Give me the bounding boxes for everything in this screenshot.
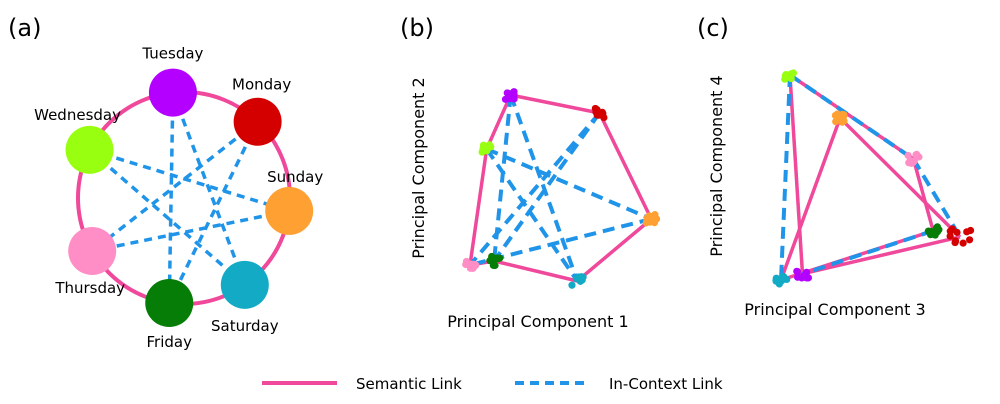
cluster-friday	[924, 223, 943, 239]
cluster-friday	[486, 252, 504, 270]
semantic-link-saturday-friday	[493, 259, 578, 283]
cluster-tuesday	[501, 88, 518, 103]
point-sunday	[646, 218, 654, 226]
point-wednesday	[782, 71, 790, 80]
point-friday	[932, 224, 940, 232]
point-tuesday	[793, 267, 802, 276]
label-sunday: Sunday	[267, 168, 323, 186]
in-context-link-wednesday-saturday	[88, 148, 246, 287]
cluster-wednesday	[781, 69, 798, 83]
point-friday	[491, 261, 499, 270]
legend-in-context-label: In-Context Link	[609, 375, 723, 393]
cluster-sunday	[831, 110, 848, 126]
semantic-link-sunday-monday	[838, 116, 962, 239]
in-context-link-tuesday-friday	[167, 92, 175, 303]
in-context-link-monday-thursday	[468, 111, 602, 267]
point-sunday	[649, 212, 657, 220]
in-context-link-wednesday-saturday	[485, 147, 579, 283]
cluster-monday	[946, 225, 975, 247]
point-monday	[946, 232, 954, 240]
in-context-link-wednesday-saturday	[779, 74, 792, 281]
point-friday	[931, 231, 939, 239]
label-tuesday: Tuesday	[141, 45, 203, 63]
panel-b-ylabel: Principal Component 2	[409, 77, 428, 258]
semantic-link-monday-sunday	[597, 112, 653, 220]
cluster-monday	[591, 104, 608, 122]
point-thursday	[462, 257, 471, 266]
cluster-saturday	[772, 272, 791, 288]
cluster-wednesday	[478, 141, 495, 156]
panel-b-xlabel: Principal Component 1	[447, 312, 628, 331]
point-monday	[963, 228, 971, 236]
cluster-saturday	[568, 273, 587, 289]
legend: Semantic Link In-Context Link	[262, 375, 723, 393]
label-saturday: Saturday	[211, 317, 279, 335]
point-friday	[489, 255, 498, 263]
semantic-link-tuesday-wednesday	[788, 74, 805, 274]
node-friday	[145, 278, 194, 327]
semantic-link-sunday-saturday	[576, 217, 653, 283]
in-context-link-tuesday-saturday	[171, 91, 247, 286]
point-saturday	[778, 277, 786, 285]
point-tuesday	[799, 272, 808, 280]
panel-c-letter: (c)	[697, 14, 729, 42]
semantic-link-tuesday-monday	[510, 93, 600, 115]
label-thursday: Thursday	[54, 279, 125, 297]
node-tuesday	[148, 68, 197, 117]
panel-b-pca-1-2	[462, 88, 661, 289]
cluster-sunday	[642, 211, 661, 227]
node-wednesday	[65, 125, 114, 174]
point-wednesday	[789, 69, 798, 77]
node-thursday	[68, 227, 117, 275]
point-wednesday	[479, 147, 487, 155]
cluster-thursday	[904, 150, 923, 167]
point-thursday	[472, 261, 480, 269]
point-monday	[965, 236, 974, 244]
panel-a-letter: (a)	[8, 14, 41, 42]
panel-b-letter: (b)	[400, 14, 434, 42]
point-thursday	[906, 157, 914, 165]
node-monday	[233, 97, 282, 146]
in-context-link-monday-thursday	[91, 120, 259, 253]
in-context-link-wednesday-sunday	[485, 147, 653, 221]
semantic-link-thursday-friday	[911, 158, 935, 232]
point-wednesday	[485, 143, 493, 151]
panel-c-ylabel: Principal Component 4	[707, 75, 726, 256]
semantic-link-saturday-sunday	[779, 117, 842, 281]
point-monday	[959, 239, 967, 247]
panel-c-xlabel: Principal Component 3	[744, 300, 925, 319]
point-sunday	[839, 111, 847, 119]
semantic-link-thursday-wednesday	[468, 148, 489, 266]
in-context-link-wednesday-thursday	[788, 73, 915, 161]
point-saturday	[575, 273, 583, 281]
point-thursday	[466, 264, 475, 272]
semantic-link-wednesday-tuesday	[485, 94, 513, 150]
node-saturday	[220, 260, 269, 309]
point-saturday	[568, 281, 576, 289]
point-monday	[951, 238, 959, 247]
point-thursday	[912, 151, 920, 159]
label-wednesday: Wednesday	[34, 106, 121, 124]
in-context-link-wednesday-sunday	[89, 148, 290, 213]
cluster-tuesday	[793, 267, 812, 282]
in-context-link-monday-friday	[167, 120, 260, 304]
in-context-link-sunday-thursday	[91, 209, 290, 253]
point-tuesday	[510, 91, 518, 100]
in-context-link-tuesday-saturday	[508, 94, 580, 282]
point-monday	[948, 225, 956, 233]
label-monday: Monday	[232, 76, 291, 94]
in-context-link-monday-friday	[492, 111, 602, 263]
in-context-link-friday-tuesday	[801, 228, 934, 276]
semantic-link-monday-tuesday	[802, 235, 961, 276]
panel-c-pca-3-4	[772, 69, 975, 288]
point-monday	[598, 108, 606, 117]
point-friday	[495, 255, 503, 263]
cluster-thursday	[462, 257, 480, 272]
label-friday: Friday	[147, 333, 193, 351]
legend-semantic-label: Semantic Link	[356, 375, 462, 393]
node-sunday	[265, 186, 314, 235]
in-context-link-thursday-monday	[911, 158, 962, 238]
